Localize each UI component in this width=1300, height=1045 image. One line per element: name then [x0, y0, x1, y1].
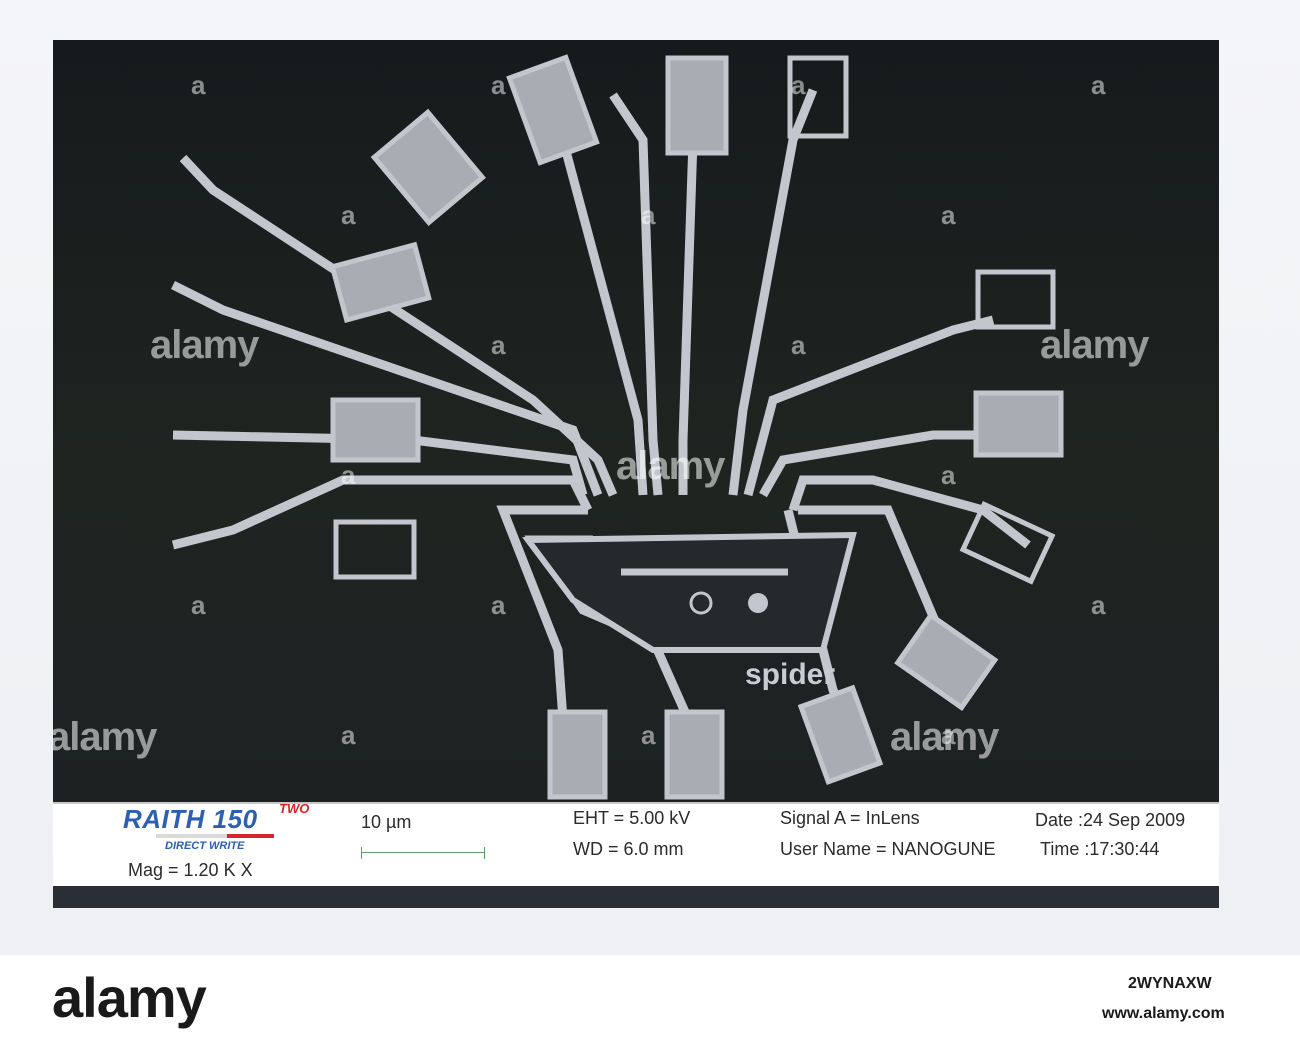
scale-bar-label: 10 µm — [361, 812, 412, 832]
watermark-mark: a — [1091, 590, 1106, 620]
watermark-mark: a — [1091, 70, 1106, 100]
pad-14 — [664, 709, 725, 800]
time-value: Time :17:30:44 — [1040, 839, 1160, 859]
pad-8 — [975, 269, 1056, 330]
trace-8 — [171, 475, 593, 550]
pad-13 — [547, 709, 608, 800]
sample-label: spider — [745, 658, 836, 691]
pad-5 — [329, 241, 432, 323]
stock-url: www.alamy.com — [1102, 1005, 1225, 1022]
user-name: User Name = NANOGUNE — [780, 839, 996, 859]
pad-7 — [333, 519, 417, 580]
watermark-mark: a — [191, 70, 206, 100]
image-id: 2WYNAXW — [1128, 975, 1212, 992]
watermark-mark: a — [941, 200, 956, 230]
magnification: Mag = 1.20 K X — [128, 860, 253, 880]
raith-model: 150 — [212, 804, 258, 834]
watermark-mark: a — [791, 70, 806, 100]
raith-logo-underline — [156, 834, 274, 838]
signal-value: Signal A = InLens — [780, 808, 920, 828]
trace-1 — [179, 154, 618, 497]
pad-3 — [665, 55, 729, 156]
pad-11 — [894, 611, 999, 711]
wd-value: WD = 6.0 mm — [573, 839, 684, 859]
watermark: alamy — [53, 715, 157, 759]
watermark-mark: a — [191, 590, 206, 620]
pad-2 — [506, 54, 600, 166]
watermark-mark: a — [491, 330, 506, 360]
trace-11 — [788, 475, 1031, 549]
trace-7 — [172, 430, 588, 497]
stock-banner: alamy 2WYNAXW www.alamy.com — [0, 955, 1300, 1045]
watermark-mark: a — [491, 70, 506, 100]
watermark: alamy — [150, 323, 259, 367]
raith-subtitle: DIRECT WRITE — [165, 840, 245, 852]
raith-logo-text: RAITH 150 — [123, 804, 258, 835]
sem-device-drawing — [170, 54, 1064, 800]
pad-12 — [797, 684, 884, 786]
trace-3 — [609, 92, 663, 496]
trace-14 — [496, 505, 588, 721]
trace-6 — [170, 280, 603, 497]
pad-6 — [330, 397, 421, 463]
watermark-mark: a — [341, 460, 356, 490]
marker-dot — [748, 593, 768, 613]
pad-1 — [370, 108, 486, 226]
eht-value: EHT = 5.00 kV — [573, 808, 691, 828]
watermark-mark: a — [941, 720, 956, 750]
pad-9 — [973, 390, 1064, 458]
watermark-mark: a — [341, 200, 356, 230]
conductor-traces — [170, 80, 1031, 733]
central-body — [522, 531, 857, 653]
watermark-mark: a — [491, 590, 506, 620]
trace-5 — [728, 88, 818, 496]
watermark-mark: a — [641, 720, 656, 750]
contact-pads — [329, 54, 1064, 800]
trace-10 — [759, 430, 988, 498]
scale-bar — [361, 847, 485, 859]
raith-brand: RAITH — [123, 804, 205, 834]
watermark-mark: a — [341, 720, 356, 750]
pad-10 — [959, 500, 1056, 585]
watermark: alamy — [890, 715, 999, 759]
sem-info-bar: RAITH 150 TWO DIRECT WRITE Mag = 1.20 K … — [53, 802, 1219, 888]
central-device — [522, 531, 857, 653]
watermark-mark: a — [641, 200, 656, 230]
watermark: alamy — [1040, 323, 1149, 367]
raith-model-suffix: TWO — [279, 802, 310, 816]
pad-4 — [787, 55, 849, 139]
watermark-mark: a — [791, 330, 806, 360]
date-value: Date :24 Sep 2009 — [1035, 810, 1186, 830]
marker-ring — [689, 591, 713, 615]
watermark: alamy — [616, 444, 725, 488]
sem-image: spider alamy alamy alamy alamy alamy a a… — [53, 40, 1219, 802]
alamy-logo: alamy — [52, 966, 207, 1029]
monitor-bezel-strip — [53, 886, 1219, 908]
trace-9 — [743, 315, 995, 497]
watermark-mark: a — [941, 460, 956, 490]
